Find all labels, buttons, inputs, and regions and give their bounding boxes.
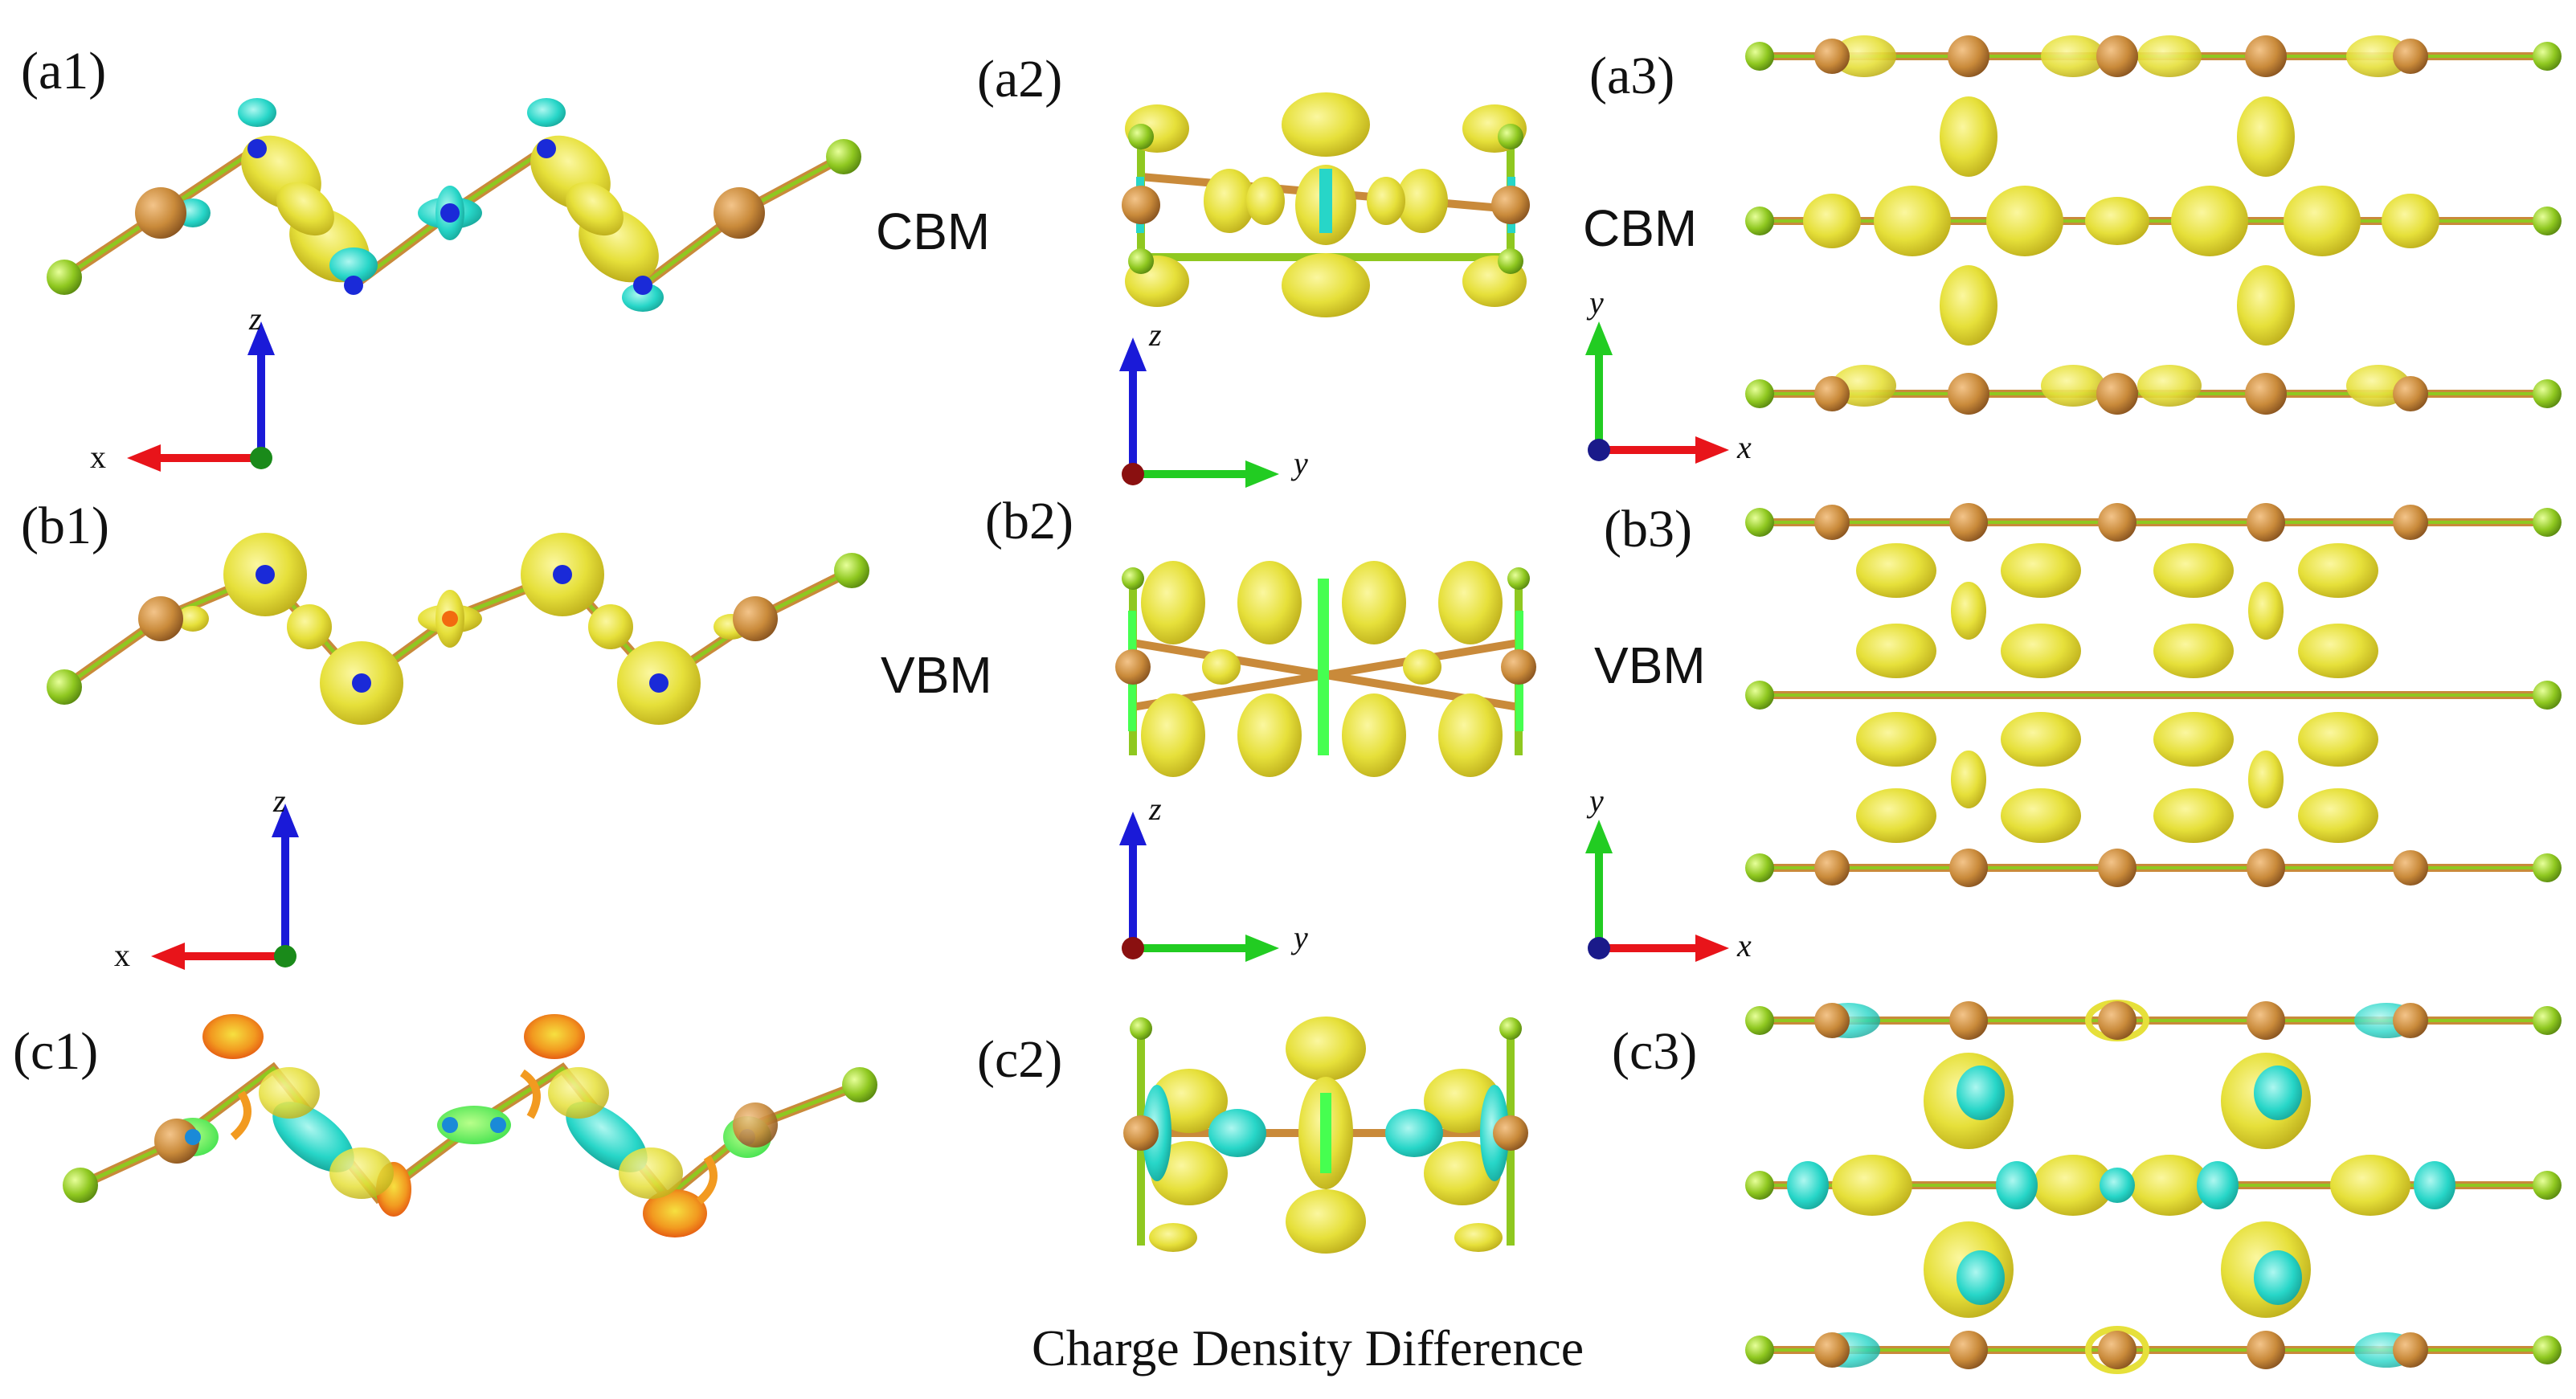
x-axis-label: x: [114, 937, 130, 973]
panel-label-b1: (b1): [21, 497, 109, 555]
c1-atoms: [63, 1067, 877, 1203]
axes-xy-a: y x: [1585, 284, 1752, 465]
c1-isosurfaces: [167, 1014, 771, 1237]
panel-a3-figure: [1745, 35, 2562, 415]
panel-label-c3: (c3): [1612, 1022, 1698, 1081]
b1-atoms: [47, 553, 869, 705]
panel-c1-figure: [63, 1014, 877, 1237]
a1-atoms: [47, 139, 861, 295]
a3-isosurfaces: [1803, 35, 2439, 407]
panel-b3-figure: [1745, 503, 2562, 887]
z-axis-label: z: [272, 783, 286, 819]
b2-isosurfaces: [1128, 561, 1523, 777]
panel-label-a3: (a3): [1589, 47, 1675, 105]
panel-c3-figure: [1745, 1000, 2562, 1374]
c2-isosurfaces: [1143, 1017, 1509, 1254]
axes-xz-b: z x: [114, 783, 299, 973]
axes-xy-b: y x: [1585, 783, 1752, 963]
y-axis-label: y: [1586, 783, 1604, 819]
b3-atoms: [1745, 503, 2562, 887]
panel-b1-figure: [47, 533, 869, 725]
c2-atoms: [1123, 1017, 1528, 1151]
c3-isosurfaces: [1787, 1000, 2455, 1374]
axes-xz-a: z x: [90, 301, 275, 475]
x-axis-label: x: [1736, 927, 1752, 963]
panel-label-a1: (a1): [21, 42, 107, 100]
y-axis-label: y: [1586, 284, 1604, 321]
a3-atoms: [1745, 35, 2562, 415]
a2-atoms: [1122, 124, 1530, 274]
panel-label-b2: (b2): [985, 492, 1073, 550]
panel-a1-figure: [47, 98, 861, 312]
b1-isosurfaces: [177, 533, 749, 725]
y-axis-label: y: [1290, 919, 1308, 955]
z-axis-label: z: [1148, 317, 1162, 353]
y-axis-label: y: [1290, 445, 1308, 481]
axes-yz-b: z y: [1119, 791, 1308, 962]
figure-caption: Charge Density Difference: [1032, 1319, 1584, 1377]
panel-b2-figure: [1115, 561, 1536, 777]
panel-a2-figure: [1122, 92, 1530, 317]
b2-atoms: [1115, 567, 1536, 685]
vbm-label-top: VBM: [1594, 636, 1706, 694]
axes-yz-a: z y: [1119, 317, 1308, 488]
x-axis-label: x: [1736, 429, 1752, 465]
a2-isosurfaces: [1125, 92, 1527, 317]
z-axis-label: z: [1148, 791, 1162, 827]
a1-isosurfaces: [175, 98, 763, 312]
b3-isosurfaces: [1856, 543, 2378, 843]
panel-label-b3: (b3): [1604, 500, 1692, 558]
panel-label-c1: (c1): [13, 1022, 99, 1081]
c3-atoms: [1745, 1001, 2562, 1369]
cbm-label-top: CBM: [1583, 199, 1698, 257]
panel-c2-figure: [1123, 1017, 1528, 1254]
vbm-label-side: VBM: [881, 646, 992, 704]
x-axis-label: x: [90, 439, 106, 475]
panel-label-c2: (c2): [977, 1030, 1063, 1089]
cbm-label-side: CBM: [876, 202, 991, 260]
z-axis-label: z: [248, 301, 262, 337]
panel-label-a2: (a2): [977, 50, 1063, 108]
